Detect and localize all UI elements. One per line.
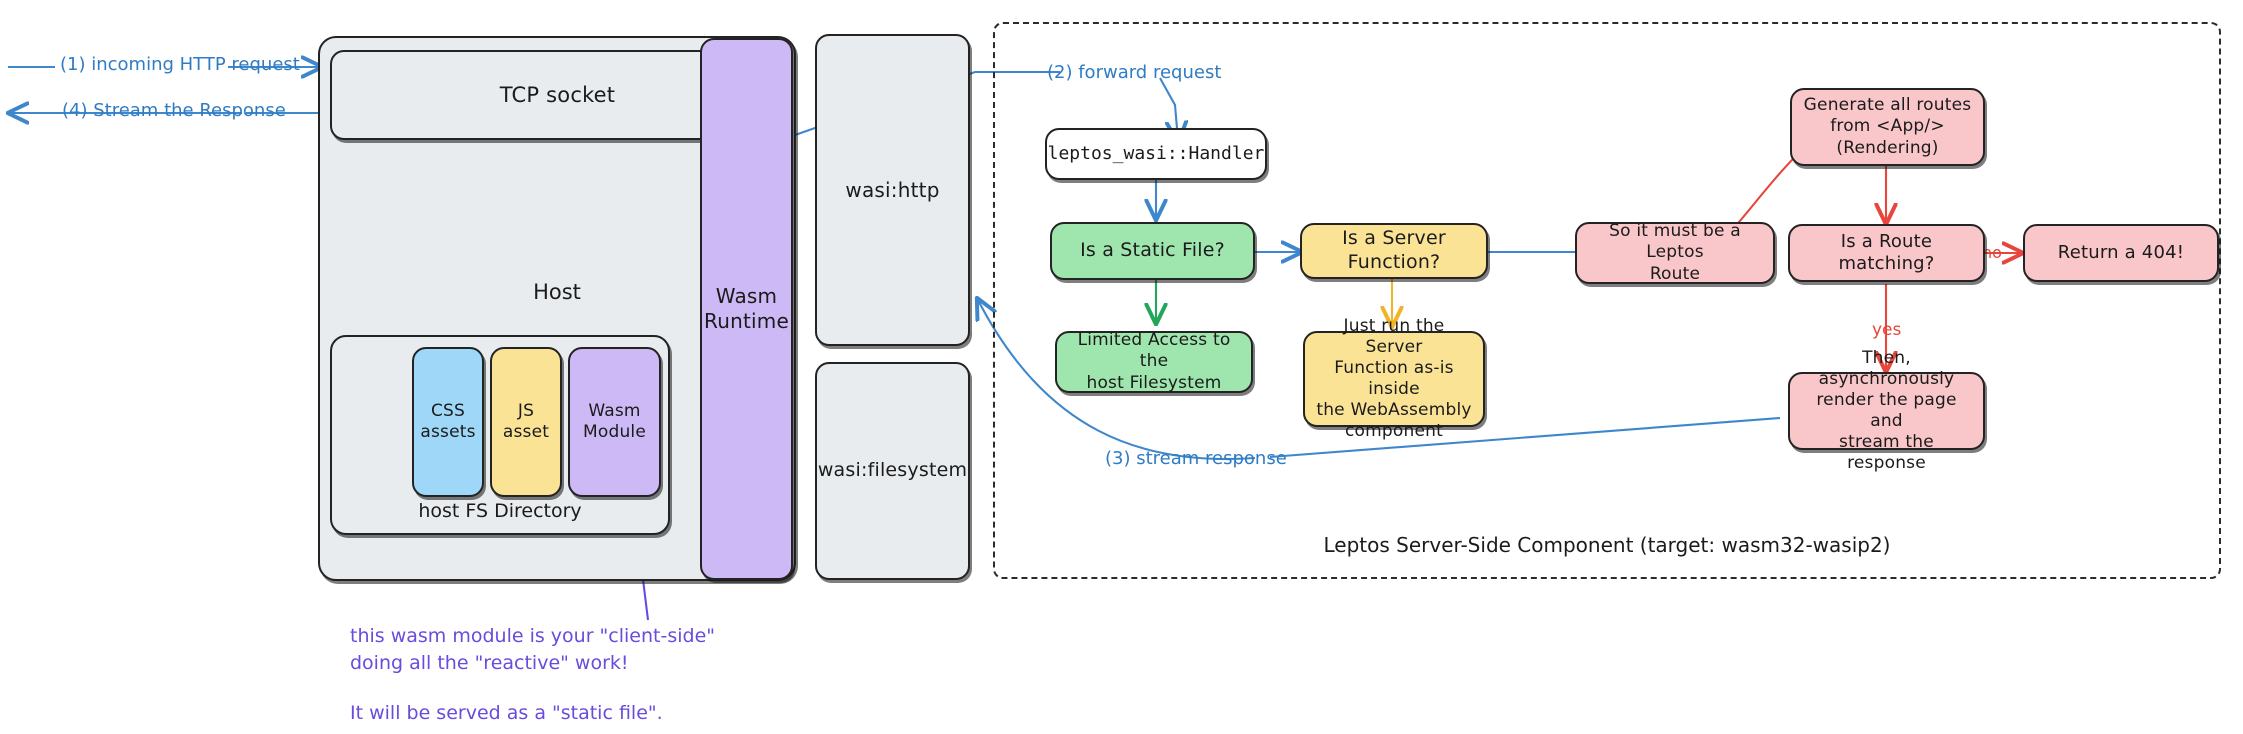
wasi-filesystem-box[interactable]: wasi:filesystem: [815, 362, 970, 580]
wasm-module-label: Wasm Module: [582, 400, 647, 442]
return-404-box[interactable]: Return a 404!: [2023, 224, 2219, 282]
just-run-server-function-box[interactable]: Just run the Server Function as-is insid…: [1303, 316, 1485, 441]
return-404-label: Return a 404!: [2057, 241, 2185, 263]
wasm-module-box[interactable]: Wasm Module: [568, 347, 661, 497]
wasi-http-label: wasi:http: [845, 177, 940, 202]
just-run-server-function-label: Just run the Server Function as-is insid…: [1316, 315, 1472, 442]
wasm-runtime-box[interactable]: Wasm Runtime: [700, 38, 793, 580]
host-label: Host: [533, 280, 581, 304]
wasm-runtime-label: Wasm Runtime: [704, 284, 789, 333]
wasi-filesystem-label: wasi:filesystem: [817, 459, 968, 482]
host-fs-directory-label: host FS Directory: [418, 500, 582, 522]
css-assets-label: CSS assets: [420, 400, 476, 442]
label-stream-response: (3) stream response: [1105, 448, 1287, 469]
leptos-server-side-component-region: [993, 22, 2221, 579]
is-a-static-file-box[interactable]: Is a Static File?: [1050, 222, 1255, 280]
limited-access-box[interactable]: Limited Access to the host Filesystem: [1055, 330, 1253, 393]
js-asset-label: JS asset: [502, 400, 550, 442]
must-be-leptos-route-box[interactable]: So it must be a Leptos Route: [1575, 221, 1775, 284]
leptos-wasi-handler-box[interactable]: leptos_wasi::Handler: [1045, 128, 1267, 180]
then-render-stream-box[interactable]: Then, asynchronously render the page and…: [1788, 348, 1985, 473]
js-asset-box[interactable]: JS asset: [490, 347, 562, 497]
annotation-line-2: doing all the "reactive" work!: [350, 652, 629, 674]
is-a-server-function-label: Is a Server Function?: [1342, 227, 1446, 273]
must-be-leptos-route-label: So it must be a Leptos Route: [1609, 221, 1741, 284]
label-yes: yes: [1872, 320, 1902, 340]
is-a-static-file-label: Is a Static File?: [1080, 239, 1225, 262]
is-a-server-function-box[interactable]: Is a Server Function?: [1300, 223, 1488, 279]
generate-all-routes-label: Generate all routes from <App/> (Renderi…: [1803, 95, 1972, 158]
annotation-line-3: It will be served as a "static file".: [350, 702, 663, 724]
tcp-socket-label: TCP socket: [499, 82, 616, 107]
leptos-wasi-handler-label: leptos_wasi::Handler: [1047, 142, 1265, 164]
label-stream-the-response: (4) Stream the Response: [62, 100, 286, 121]
wasi-http-box[interactable]: wasi:http: [815, 34, 970, 346]
leptos-component-caption: Leptos Server-Side Component (target: wa…: [1323, 533, 1891, 557]
label-incoming-http-request: (1) incoming HTTP request: [60, 54, 300, 75]
label-no: no: [1982, 243, 2002, 262]
then-render-stream-label: Then, asynchronously render the page and…: [1816, 347, 1957, 474]
is-a-route-matching-label: Is a Route matching?: [1838, 230, 1935, 274]
is-a-route-matching-box[interactable]: Is a Route matching?: [1788, 224, 1985, 282]
css-assets-box[interactable]: CSS assets: [412, 347, 484, 497]
label-forward-request: (2) forward request: [1047, 62, 1222, 83]
generate-all-routes-box[interactable]: Generate all routes from <App/> (Renderi…: [1790, 88, 1985, 166]
annotation-line-1: this wasm module is your "client-side": [350, 625, 716, 647]
limited-access-label: Limited Access to the host Filesystem: [1077, 330, 1231, 393]
